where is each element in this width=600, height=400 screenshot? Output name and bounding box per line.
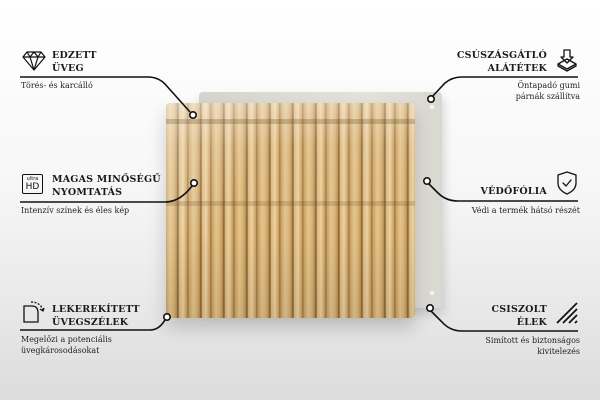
feature-protective-film-desc: Védi a termék hátsó részét: [380, 206, 580, 217]
feature-hd-print-desc: Intenzív színek és éles kép: [21, 206, 129, 217]
connector-dot: [426, 95, 435, 104]
feature-description: Simított és biztonságos: [485, 336, 580, 345]
feature-title: CSÚSZÁSGÁTLÓ: [456, 50, 547, 61]
feature-title: EDZETT: [52, 50, 97, 61]
connector-dot: [163, 312, 172, 321]
feature-description: Védi a termék hátsó részét: [471, 206, 580, 215]
feature-title: VÉDŐFÓLIA: [480, 186, 547, 197]
shield-check-icon: [556, 171, 578, 195]
feature-description: párnák szállítva: [515, 91, 580, 101]
connector-dot: [189, 111, 198, 120]
rounded-corner-icon: [22, 300, 46, 324]
feature-anti-slip-pads-desc: Öntapadó gumi párnák szállítva: [440, 81, 580, 102]
feature-title: ALÁTÉTEK: [487, 63, 547, 74]
pad-download-icon: [555, 49, 579, 73]
diamond-icon: [22, 51, 46, 71]
feature-description: Megelőzi a potenciális: [21, 335, 112, 344]
feature-title: LEKEREKÍTETT: [52, 304, 140, 315]
diagonal-stripes-icon: [556, 302, 578, 324]
feature-polished-edges-desc: Simított és biztonságos kivitelezés: [380, 336, 580, 357]
feature-description: kivitelezés: [537, 346, 580, 356]
feature-rounded-edges-desc: Megelőzi a potenciális üvegkárosodásokat: [21, 335, 112, 356]
feature-tempered-glass-desc: Törés- és karcálló: [21, 81, 93, 92]
feature-rounded-edges: LEKEREKÍTETT ÜVEGSZÉLEK: [52, 303, 140, 329]
feature-hd-print: MAGAS MINŐSÉGŰ NYOMTATÁS: [52, 173, 161, 199]
ultra-hd-icon: ultra HD: [22, 174, 43, 194]
connector-dot: [190, 179, 199, 188]
feature-title: CSISZOLT: [491, 304, 547, 315]
feature-title: ÜVEG: [52, 63, 84, 74]
feature-description: Intenzív színek és éles kép: [21, 206, 130, 215]
mount-hole: [429, 104, 435, 110]
feature-tempered-glass: EDZETT ÜVEG: [52, 49, 97, 75]
feature-protective-film: VÉDŐFÓLIA: [407, 185, 547, 198]
feature-title: MAGAS MINŐSÉGŰ: [52, 174, 161, 185]
feature-description: üvegkárosodásokat: [21, 345, 100, 355]
feature-anti-slip-pads: CSÚSZÁSGÁTLÓ ALÁTÉTEK: [407, 49, 547, 75]
feature-title: NYOMTATÁS: [52, 187, 123, 198]
glass-panel-bamboo: [166, 103, 415, 318]
feature-polished-edges: CSISZOLT ÉLEK: [407, 303, 547, 329]
feature-description: Öntapadó gumi: [517, 81, 580, 90]
connector-dot: [425, 303, 434, 312]
feature-title: ÉLEK: [516, 317, 547, 328]
mount-hole: [429, 290, 435, 296]
connector-dot: [422, 177, 431, 186]
feature-title: ÜVEGSZÉLEK: [52, 317, 129, 328]
feature-description: Törés- és karcálló: [21, 81, 93, 90]
glass-shine: [166, 103, 316, 318]
